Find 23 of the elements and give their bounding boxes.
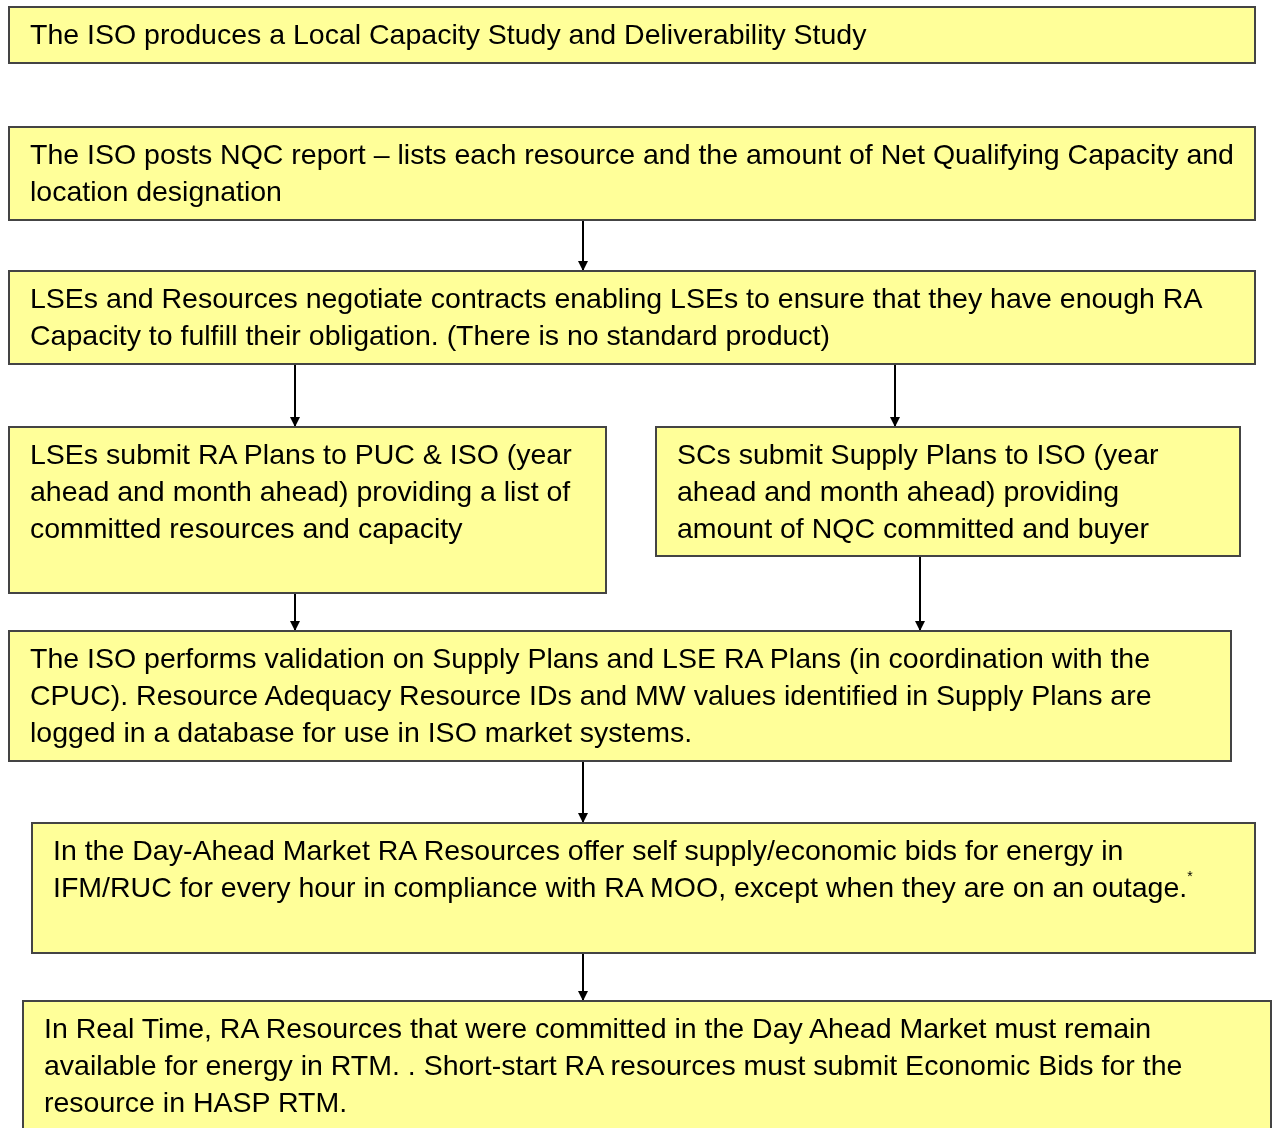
process-box	[8, 126, 1256, 221]
step-text: LSEs submit RA Plans to PUC & ISO (year ahead and month ahead) providing a list of committed resources and capacity	[30, 437, 573, 546]
step-text: LSEs and Resources negotiate contracts enabling LSEs to ensure that they have enough RA Capacity to fulfill their obligation. (There is no standard product)	[30, 281, 1203, 353]
arrow	[290, 364, 300, 427]
step-text: In the Day-Ahead Market RA Resources offer self supply/economic bids for energy in IFM/RUC for every hour in compliance with RA MOO, except when they are on an outage.$^{*}$	[53, 833, 1194, 905]
arrow	[578, 761, 588, 823]
process-box	[22, 1000, 1272, 1128]
step-text: The ISO produces a Local Capacity Study and Deliverability Study	[30, 17, 868, 52]
process-box	[8, 426, 607, 594]
step-text: SCs submit Supply Plans to ISO (year ahead and month ahead) providing amount of NQC committed and buyer	[677, 437, 1160, 546]
step-text: The ISO performs validation on Supply Plans and LSE RA Plans (in coordination with the CPUC). Resource Adequacy Resource IDs and MW values identified in Supply Plans are logged in a database for use in ISO market systems.	[30, 641, 1153, 750]
arrow	[578, 220, 588, 271]
arrow	[915, 556, 925, 631]
arrow	[290, 593, 300, 631]
process-box	[8, 270, 1256, 365]
arrow	[578, 953, 588, 1001]
arrow	[890, 364, 900, 427]
process-box	[31, 822, 1256, 954]
step-text: In Real Time, RA Resources that were committed in the Day Ahead Market must remain available for energy in RTM. . Short-start RA resources must submit Economic Bids for the resource in HASP RTM.	[44, 1011, 1184, 1120]
step-text: The ISO posts NQC report – lists each resource and the amount of Net Qualifying Capacity and location designation	[30, 137, 1234, 209]
process-box	[655, 426, 1241, 557]
process-box	[8, 6, 1256, 64]
process-box	[8, 630, 1232, 762]
